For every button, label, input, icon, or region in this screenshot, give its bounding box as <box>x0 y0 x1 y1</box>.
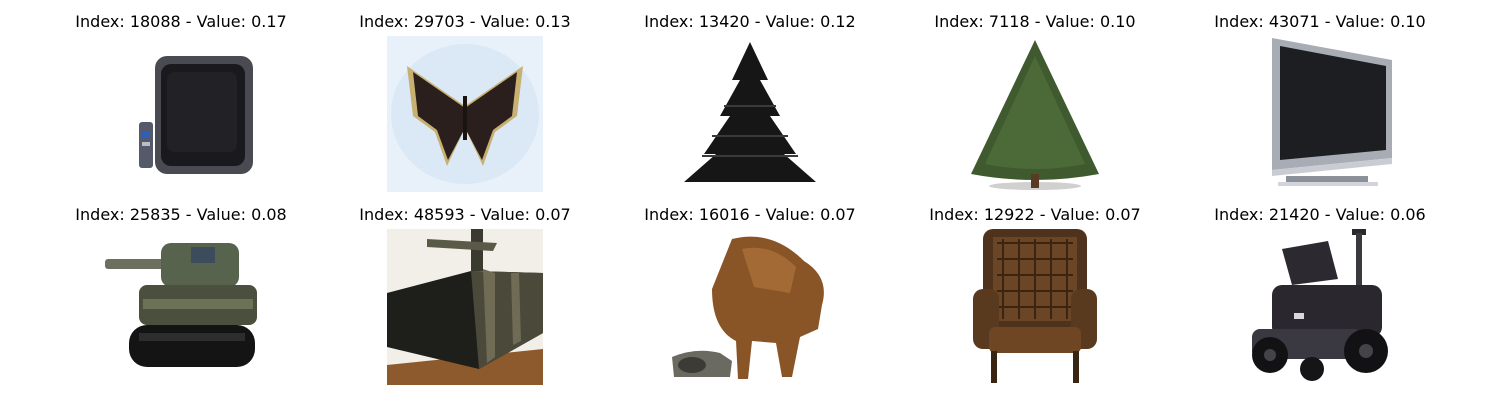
grid-cell-1: Index: 18088 - Value: 0.17 <box>71 12 291 197</box>
image-tank <box>103 229 259 385</box>
image-title: Index: 21420 - Value: 0.06 <box>1214 205 1426 224</box>
image-tank-closeup <box>387 229 543 385</box>
image-green-pine-tree <box>957 36 1113 192</box>
image-title: Index: 43071 - Value: 0.10 <box>1214 12 1426 31</box>
image-title: Index: 12922 - Value: 0.07 <box>929 205 1141 224</box>
image-flat-screen-monitor <box>1242 36 1398 192</box>
image-dark-pine-tree <box>672 36 828 192</box>
grid-cell-5: Index: 43071 - Value: 0.10 <box>1210 12 1430 197</box>
image-title: Index: 48593 - Value: 0.07 <box>359 205 571 224</box>
image-butterfly <box>387 36 543 192</box>
grid-cell-3: Index: 13420 - Value: 0.12 <box>640 12 860 197</box>
image-armchair <box>957 229 1113 385</box>
grid-cell-2: Index: 29703 - Value: 0.13 <box>355 12 575 197</box>
image-riding-mower <box>1242 229 1398 385</box>
grid-cell-4: Index: 7118 - Value: 0.10 <box>925 12 1145 197</box>
image-brown-animal <box>672 229 828 385</box>
image-title: Index: 25835 - Value: 0.08 <box>75 205 287 224</box>
grid-cell-10: Index: 21420 - Value: 0.06 <box>1210 205 1430 390</box>
image-title: Index: 16016 - Value: 0.07 <box>644 205 856 224</box>
image-title: Index: 13420 - Value: 0.12 <box>644 12 856 31</box>
grid-cell-7: Index: 48593 - Value: 0.07 <box>355 205 575 390</box>
grid-cell-9: Index: 12922 - Value: 0.07 <box>925 205 1145 390</box>
image-title: Index: 7118 - Value: 0.10 <box>934 12 1136 31</box>
image-crt-television <box>103 36 259 192</box>
image-title: Index: 29703 - Value: 0.13 <box>359 12 571 31</box>
grid-cell-8: Index: 16016 - Value: 0.07 <box>640 205 860 390</box>
grid-cell-6: Index: 25835 - Value: 0.08 <box>71 205 291 390</box>
image-title: Index: 18088 - Value: 0.17 <box>75 12 287 31</box>
